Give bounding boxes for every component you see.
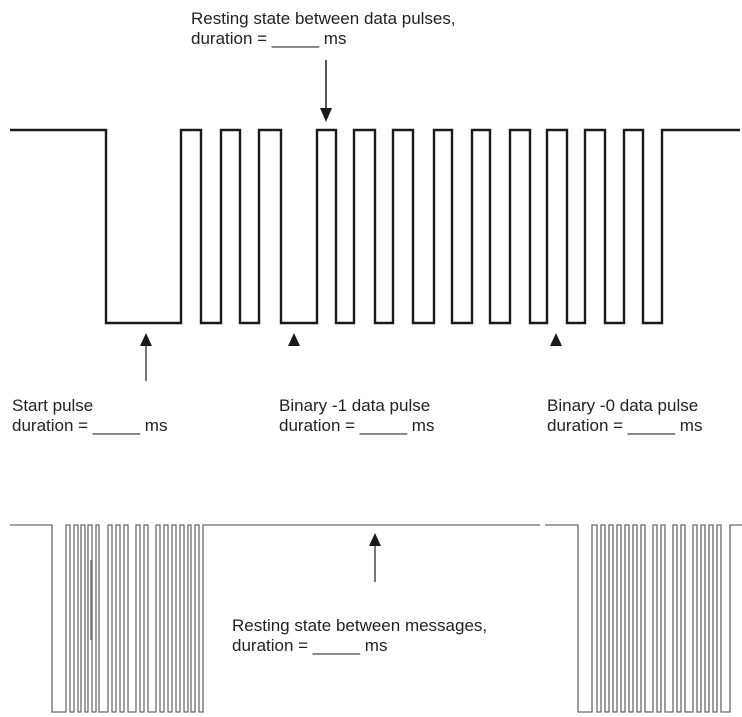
resting-pulses-label-line1: Resting state between data pulses, [191,9,456,28]
start-pulse-label-line2: duration = _____ ms [12,416,168,435]
start-pulse-label: Start pulse duration = _____ ms [12,396,167,436]
resting-messages-label-line1: Resting state between messages, [232,616,488,635]
message-burst-left [10,524,540,713]
binary-zero-label: Binary -0 data pulse duration = _____ ms [547,396,702,436]
binary-one-label: Binary -1 data pulse duration = _____ ms [279,396,434,436]
resting-messages-label: Resting state between messages, duration… [232,616,487,656]
binary-zero-arrowhead [550,333,562,346]
resting-pulses-label-line2: duration = _____ ms [191,29,347,48]
resting-messages-arrowhead [369,533,381,546]
binary-one-label-line1: Binary -1 data pulse [279,396,431,415]
message-burst-right [545,524,742,713]
resting-pulses-label: Resting state between data pulses, durat… [191,9,456,49]
message-waveform [10,524,742,713]
binary-zero-label-line2: duration = _____ ms [547,416,703,435]
binary-zero-label-line1: Binary -0 data pulse [547,396,699,415]
start-pulse-label-line1: Start pulse [12,396,94,415]
resting-pulses-arrowhead [320,108,332,122]
start-pulse-arrowhead [140,333,152,346]
binary-one-arrowhead [288,333,300,346]
resting-messages-label-line2: duration = _____ ms [232,636,388,655]
binary-one-label-line2: duration = _____ ms [279,416,435,435]
data-pulse-waveform [10,128,740,325]
